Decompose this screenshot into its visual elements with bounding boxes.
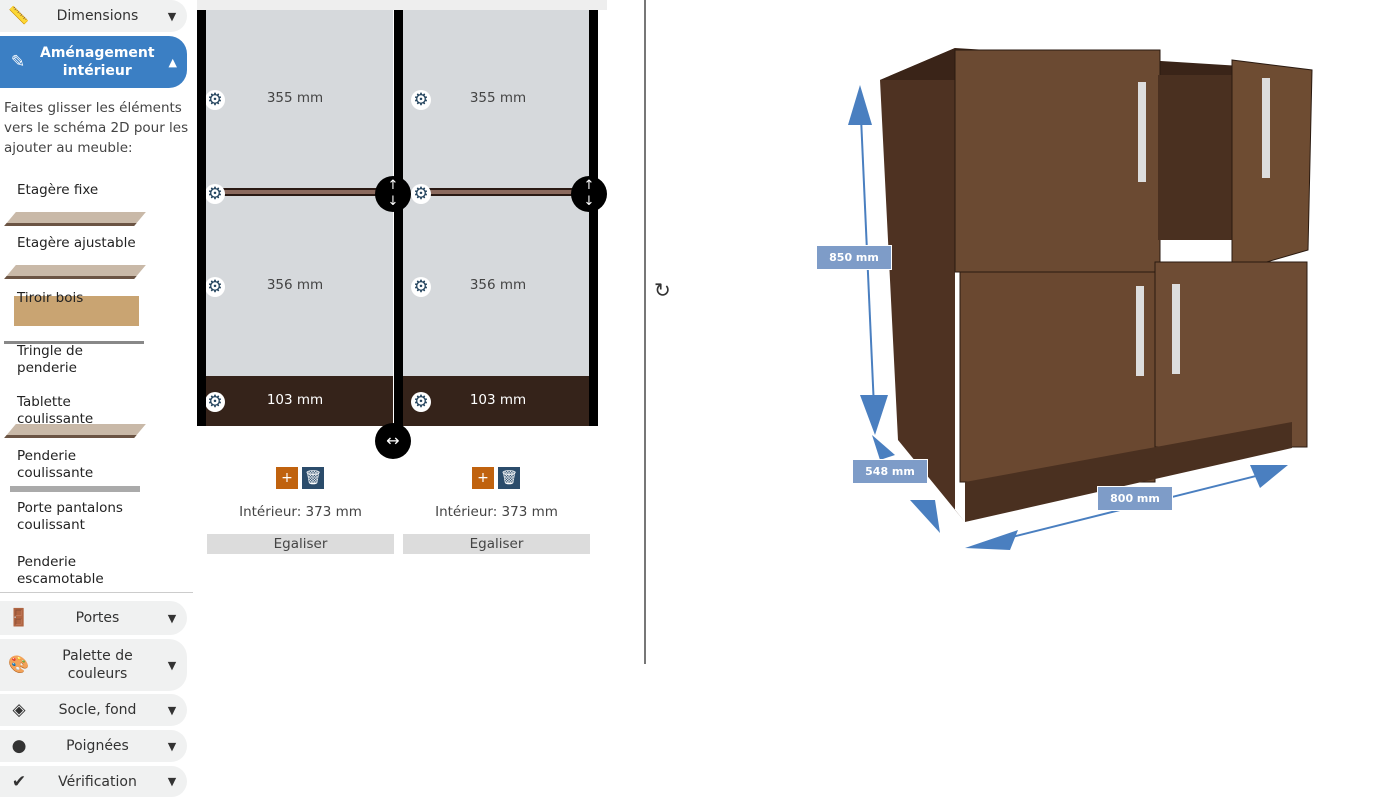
gear-icon[interactable]: ⚙ [411, 90, 431, 110]
gear-icon[interactable]: ⚙ [411, 392, 431, 412]
chevron-down-icon: ▼ [167, 9, 177, 23]
depth-dimension: 548 mm [852, 459, 928, 484]
chevron-down-icon: ▼ [167, 658, 177, 672]
section-portes[interactable]: 🚪Portes▼ [0, 601, 187, 635]
move-vertical-icon[interactable]: ↑↓ [375, 176, 411, 212]
chevron-down-icon: ▼ [167, 703, 177, 717]
side-panel-left [197, 10, 206, 426]
adjustable-shelf[interactable] [217, 188, 393, 196]
side-panel-right [589, 10, 598, 426]
panel-divider[interactable] [644, 0, 646, 664]
compartment-top: 355 mm [469, 90, 527, 106]
divider-panel[interactable] [394, 10, 403, 426]
sidebar: 📏Dimensions▼ ✎Aménagement intérieur▲ Fai… [0, 0, 193, 797]
column-2: 355 mm 356 mm 103 mm ⚙ ⚙ ⚙ ⚙ [403, 10, 593, 426]
equalize-button[interactable]: Egaliser [403, 534, 590, 554]
move-vertical-icon[interactable]: ↑↓ [571, 176, 607, 212]
section-palette[interactable]: 🎨Palette de couleurs▼ [0, 639, 187, 691]
chevron-down-icon: ▼ [167, 739, 177, 753]
gear-icon[interactable]: ⚙ [205, 392, 225, 412]
section-amenagement[interactable]: ✎Aménagement intérieur▲ [0, 36, 187, 88]
ruler-icon: 📏 [8, 6, 30, 26]
chevron-down-icon: ▼ [167, 611, 177, 625]
compartment-middle: 356 mm [266, 277, 324, 293]
element-penderie-coulissante[interactable]: Penderie coulissante [4, 448, 144, 498]
equalize-button[interactable]: Egaliser [207, 534, 394, 554]
section-dimensions[interactable]: 📏Dimensions▼ [0, 0, 187, 32]
gear-icon[interactable]: ⚙ [411, 277, 431, 297]
section-verification[interactable]: ✔Vérification▼ [0, 766, 187, 797]
pin-icon: ● [11, 736, 27, 756]
width-dimension: 800 mm [1097, 486, 1173, 511]
socle: 103 mm [403, 376, 593, 426]
element-etagere-fixe[interactable]: Etagère fixe [4, 182, 146, 232]
element-tringle[interactable]: Tringle de penderie [4, 338, 144, 388]
column-1: 355 mm 356 mm 103 mm ⚙ ⚙ ⚙ ⚙ [197, 10, 393, 426]
box-icon: ◈ [12, 700, 26, 720]
move-horizontal-icon[interactable]: ↔ [375, 423, 411, 459]
chevron-up-icon: ▲ [168, 55, 178, 69]
trash-icon[interactable]: 🗑 [302, 467, 324, 489]
interior-width: Intérieur: 373 mm [435, 504, 558, 520]
socle: 103 mm [197, 376, 393, 426]
compartment-middle: 356 mm [469, 277, 527, 293]
cabinet-3d-view[interactable] [800, 40, 1360, 560]
trash-icon[interactable]: 🗑 [498, 467, 520, 489]
door-top-right-open [1231, 59, 1313, 273]
gear-icon[interactable]: ⚙ [205, 277, 225, 297]
height-dimension: 850 mm [816, 245, 892, 270]
compartment-top: 355 mm [266, 90, 324, 106]
check-icon: ✔ [11, 771, 27, 792]
chevron-down-icon: ▼ [167, 775, 177, 788]
add-button[interactable]: + [276, 467, 298, 489]
door-icon: 🚪 [8, 608, 30, 628]
adjustable-shelf[interactable] [423, 188, 593, 196]
door-top-left [954, 49, 1161, 273]
edit-icon: ✎ [10, 52, 26, 72]
section-socle[interactable]: ◈Socle, fond▼ [0, 694, 187, 726]
section-poignees[interactable]: ●Poignées▼ [0, 730, 187, 762]
gear-icon[interactable]: ⚙ [205, 184, 225, 204]
palette-icon: 🎨 [8, 655, 30, 675]
cabinet-side [880, 48, 965, 522]
door-bottom-right [1154, 261, 1308, 448]
interior-width: Intérieur: 373 mm [239, 504, 362, 520]
rotate-icon[interactable]: ↻ [654, 278, 671, 302]
element-etagere-ajustable[interactable]: Etagère ajustable [4, 235, 146, 285]
element-porte-pantalons[interactable]: Porte pantalons coulissant [17, 500, 123, 533]
instructions: Faites glisser les éléments vers le sché… [4, 100, 189, 156]
divider [0, 592, 193, 593]
element-penderie-escamotable[interactable]: Penderie escamotable [17, 554, 104, 587]
door-bottom-left [959, 271, 1156, 483]
element-tiroir-bois[interactable]: Tiroir bois [4, 282, 144, 332]
element-tablette-coulissante[interactable]: Tablette coulissante [4, 394, 146, 444]
gear-icon[interactable]: ⚙ [205, 90, 225, 110]
add-button[interactable]: + [472, 467, 494, 489]
gear-icon[interactable]: ⚙ [411, 184, 431, 204]
